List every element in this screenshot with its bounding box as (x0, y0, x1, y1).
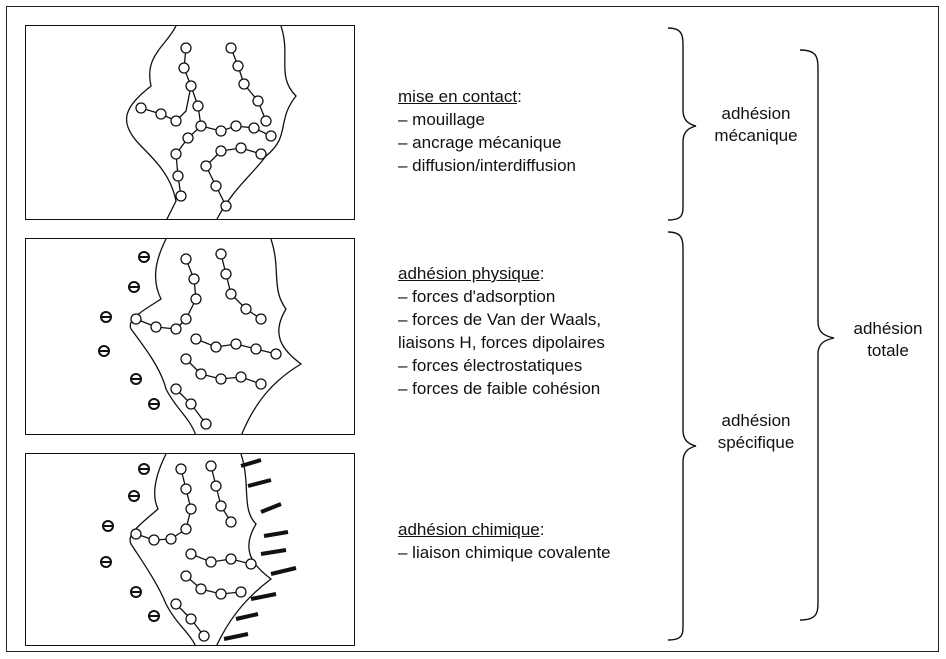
panel-physical-adhesion (25, 238, 355, 435)
section-heading: adhésion physique: (398, 264, 545, 283)
list-item: – mouillage (398, 110, 485, 129)
section-physical-adhesion: adhésion physique: – forces d'adsorption… (398, 262, 605, 400)
list-item: – forces de faible cohésion (398, 379, 601, 398)
list-item: liaisons H, forces dipolaires (398, 333, 605, 352)
list-item: – liaison chimique covalente (398, 543, 611, 562)
brace-mechanical (667, 27, 697, 221)
panel-chemical-adhesion (25, 453, 355, 646)
list-item: – ancrage mécanique (398, 133, 562, 152)
chemical-adhesion-illustration (100, 454, 297, 645)
label-adhesion-mecanique: adhésion mécanique (714, 104, 798, 145)
covalent-bonds (223, 458, 297, 641)
panel-mechanical-contact (25, 25, 355, 220)
label-adhesion-specifique: adhésion spécifique (717, 411, 795, 452)
list-item: – forces électrostatiques (398, 356, 583, 375)
section-chemical-adhesion: adhésion chimique: – liaison chimique co… (398, 518, 611, 564)
section-mechanical-contact: mise en contact: – mouillage – ancrage m… (398, 85, 576, 177)
physical-adhesion-illustration (98, 239, 303, 434)
section-heading: adhésion chimique: (398, 520, 545, 539)
section-heading: mise en contact: (398, 87, 522, 106)
list-item: – forces d'adsorption (398, 287, 556, 306)
list-item: – diffusion/interdiffusion (398, 156, 576, 175)
label-adhesion-totale: adhésion totale (853, 319, 923, 360)
list-item: – forces de Van der Waals, (398, 310, 602, 329)
brace-total (799, 49, 835, 621)
negative-charges (98, 251, 160, 410)
brace-specific (667, 231, 697, 641)
negative-charges (100, 463, 160, 622)
polymer-network-illustration (125, 26, 297, 219)
